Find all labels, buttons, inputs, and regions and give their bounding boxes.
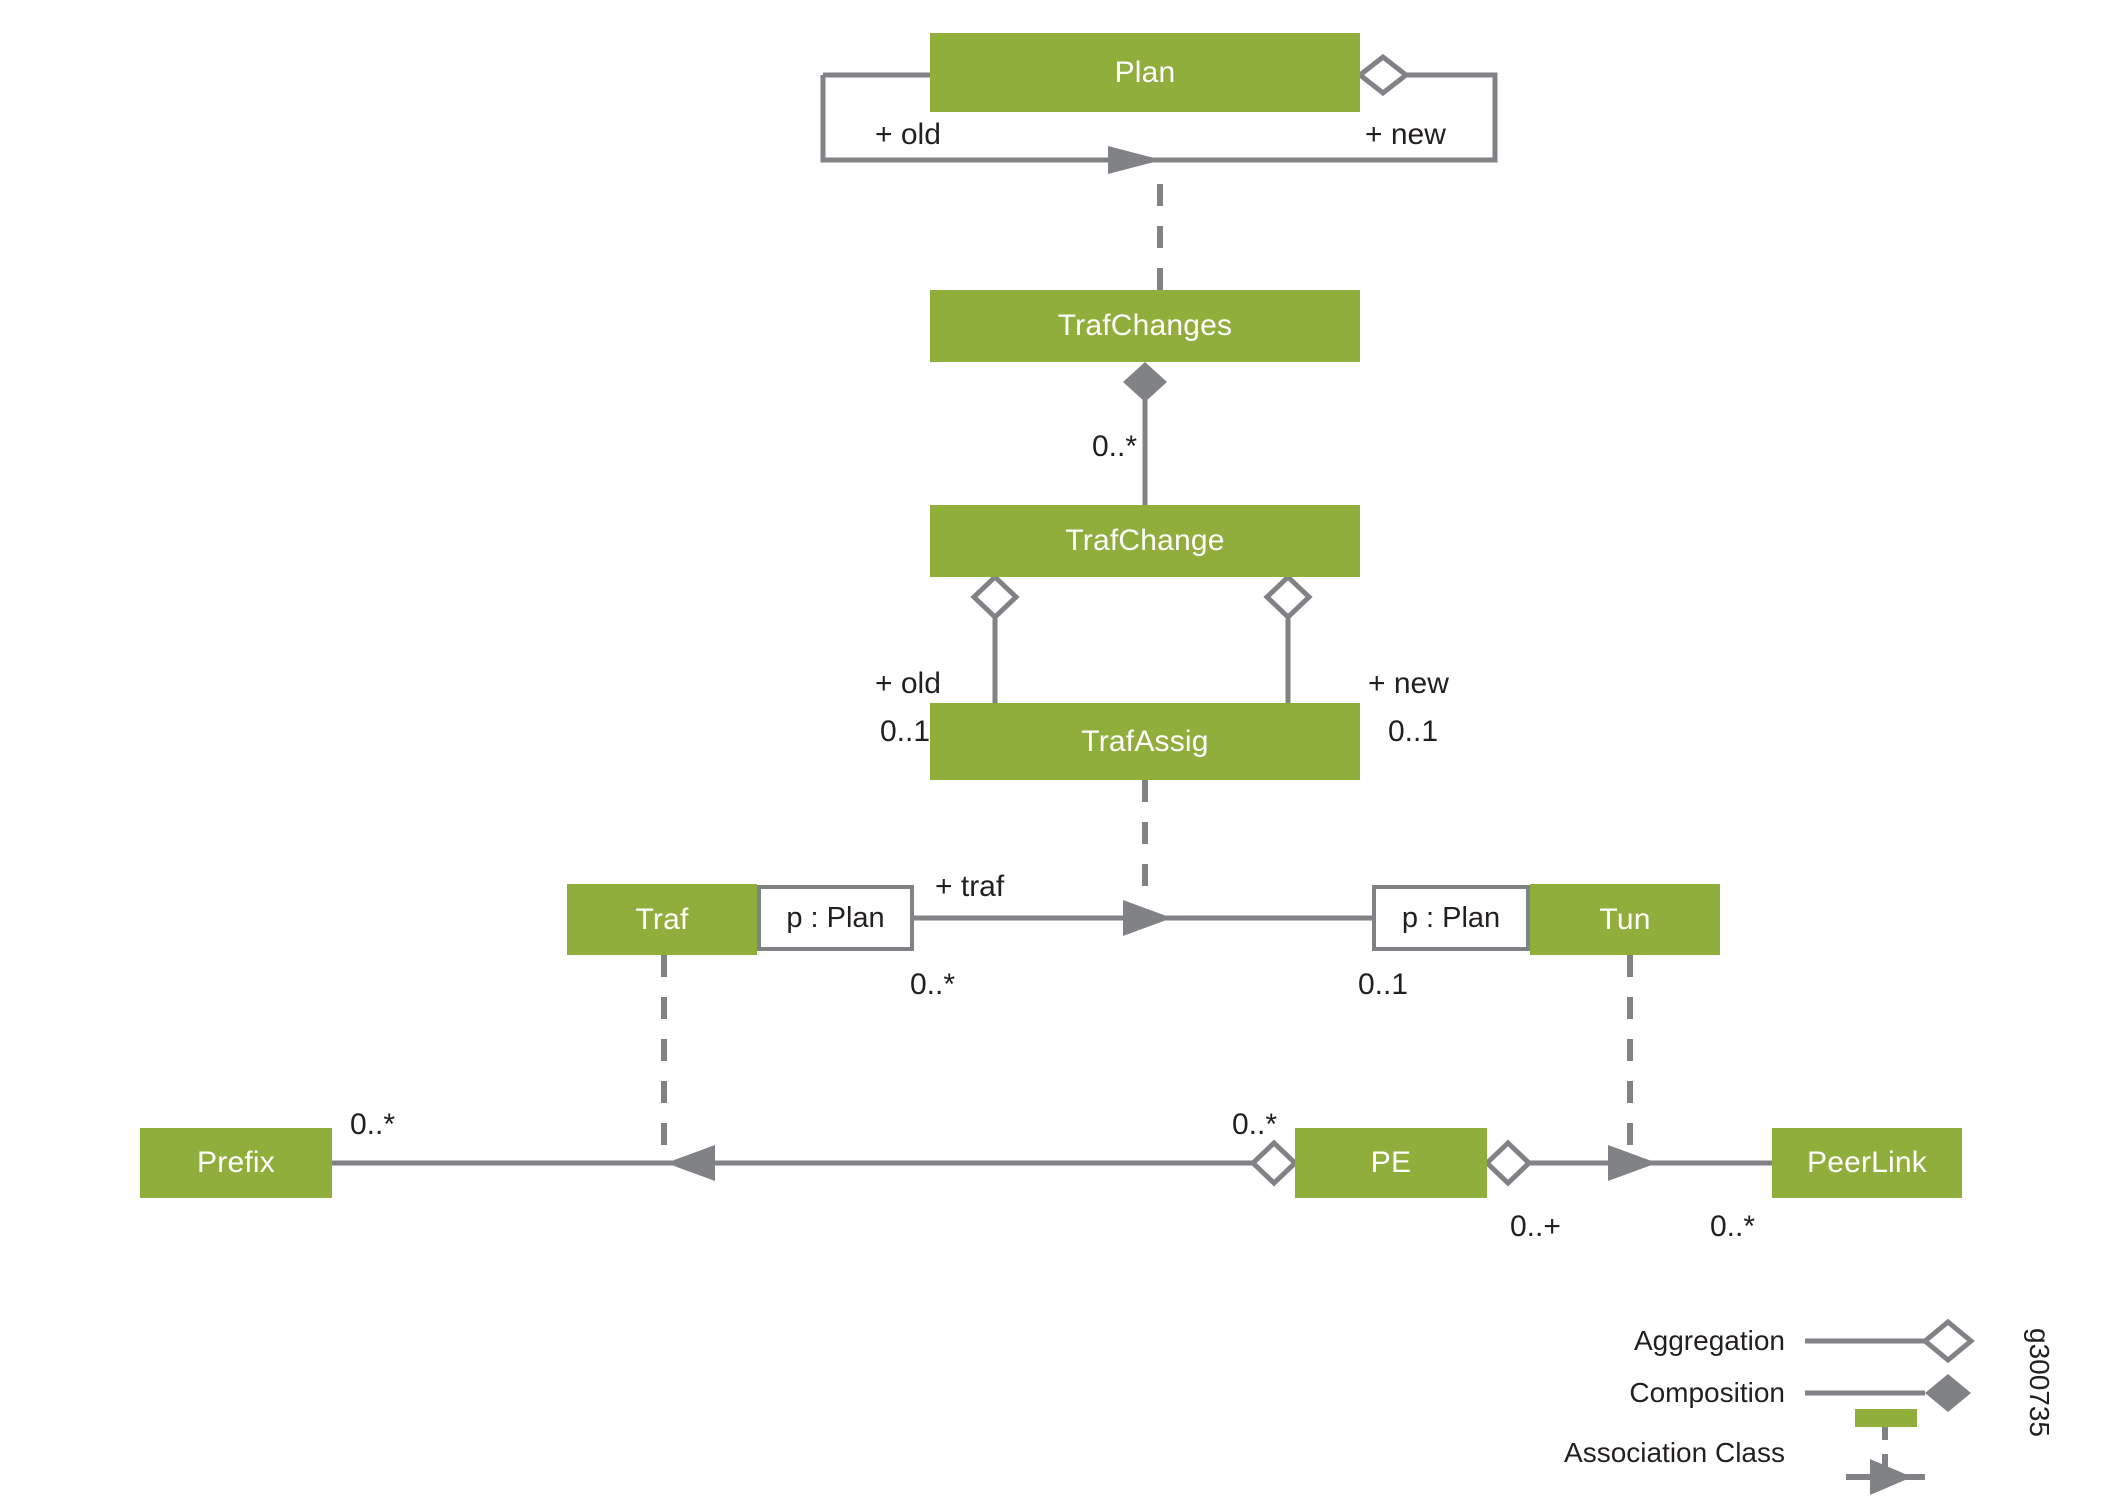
class-box-prefix[interactable]: Prefix — [140, 1128, 332, 1198]
edge-label-plan-old: + old — [875, 118, 941, 151]
legend-association-class-green-bar — [1855, 1409, 1917, 1427]
edge-label-trafassig-old-role: + old — [875, 667, 941, 700]
edge-label-traf-association-role: + traf — [935, 870, 1005, 903]
edge-traf-tun-association — [914, 900, 1372, 936]
edge-trafchange-trafassig-new-aggregation — [1263, 573, 1313, 703]
edge-label-tun-association-multiplicity: 0..1 — [1358, 968, 1409, 1001]
class-box-trafchange[interactable]: TrafChange — [930, 505, 1360, 577]
class-box-traf[interactable]: Traf — [567, 884, 757, 955]
edge-label-peerlink-multiplicity: 0..* — [1710, 1210, 1756, 1243]
edge-label-prefix-multiplicity: 0..* — [350, 1108, 396, 1141]
class-box-trafassig[interactable]: TrafAssig — [930, 703, 1360, 780]
legend-label-composition: Composition — [1629, 1377, 1785, 1408]
figure-code-label: g300735 — [2024, 1328, 2055, 1438]
class-name-trafchanges: TrafChanges — [1057, 309, 1233, 342]
edge-label-trafassig-new-multiplicity: 0..1 — [1388, 715, 1439, 748]
class-name-prefix: Prefix — [197, 1146, 275, 1179]
class-box-tun[interactable]: Tun — [1530, 884, 1720, 955]
class-name-trafchange: TrafChange — [1065, 524, 1225, 557]
class-box-trafchanges[interactable]: TrafChanges — [930, 290, 1360, 362]
qualifier-box-traf[interactable]: p : Plan — [757, 885, 914, 951]
edge-plan-self-association — [820, 53, 1498, 174]
qualifier-box-tun[interactable]: p : Plan — [1372, 885, 1530, 951]
qualifier-text-traf: p : Plan — [786, 901, 885, 934]
legend-label-aggregation: Aggregation — [1633, 1325, 1785, 1356]
edge-prefix-pe-association — [332, 1139, 1299, 1187]
edge-label-traf-association-multiplicity: 0..* — [910, 968, 956, 1001]
legend-aggregation-marker — [1805, 1318, 1975, 1364]
edge-label-trafassig-old-multiplicity: 0..1 — [880, 715, 931, 748]
legend-association-class-marker — [1846, 1424, 1925, 1495]
class-name-pe: PE — [1370, 1146, 1412, 1179]
class-name-peerlink: PeerLink — [1806, 1146, 1927, 1179]
edge-trafchange-trafassig-old-aggregation — [970, 573, 1020, 703]
class-name-tun: Tun — [1599, 902, 1651, 936]
class-name-plan: Plan — [1114, 55, 1176, 89]
class-box-plan[interactable]: Plan — [930, 33, 1360, 112]
qualifier-text-tun: p : Plan — [1401, 901, 1501, 934]
legend-composition-marker — [1805, 1374, 1971, 1412]
class-name-trafassig: TrafAssig — [1081, 724, 1209, 758]
class-name-traf: Traf — [635, 902, 689, 936]
edge-label-trafassig-new-role: + new — [1368, 667, 1449, 700]
edge-label-trafchange-multiplicity: 0..* — [1092, 430, 1138, 463]
legend-label-association-class: Association Class — [1564, 1437, 1785, 1468]
edge-trafchanges-trafchange-composition — [1123, 362, 1167, 505]
edge-label-pe-right-multiplicity: 0..+ — [1510, 1210, 1561, 1243]
class-box-peerlink[interactable]: PeerLink — [1772, 1128, 1962, 1198]
edge-pe-peerlink-association — [1483, 1139, 1772, 1187]
edge-label-plan-new: + new — [1365, 118, 1446, 151]
edge-label-pe-left-multiplicity: 0..* — [1232, 1108, 1278, 1141]
class-box-pe[interactable]: PE — [1295, 1128, 1487, 1198]
